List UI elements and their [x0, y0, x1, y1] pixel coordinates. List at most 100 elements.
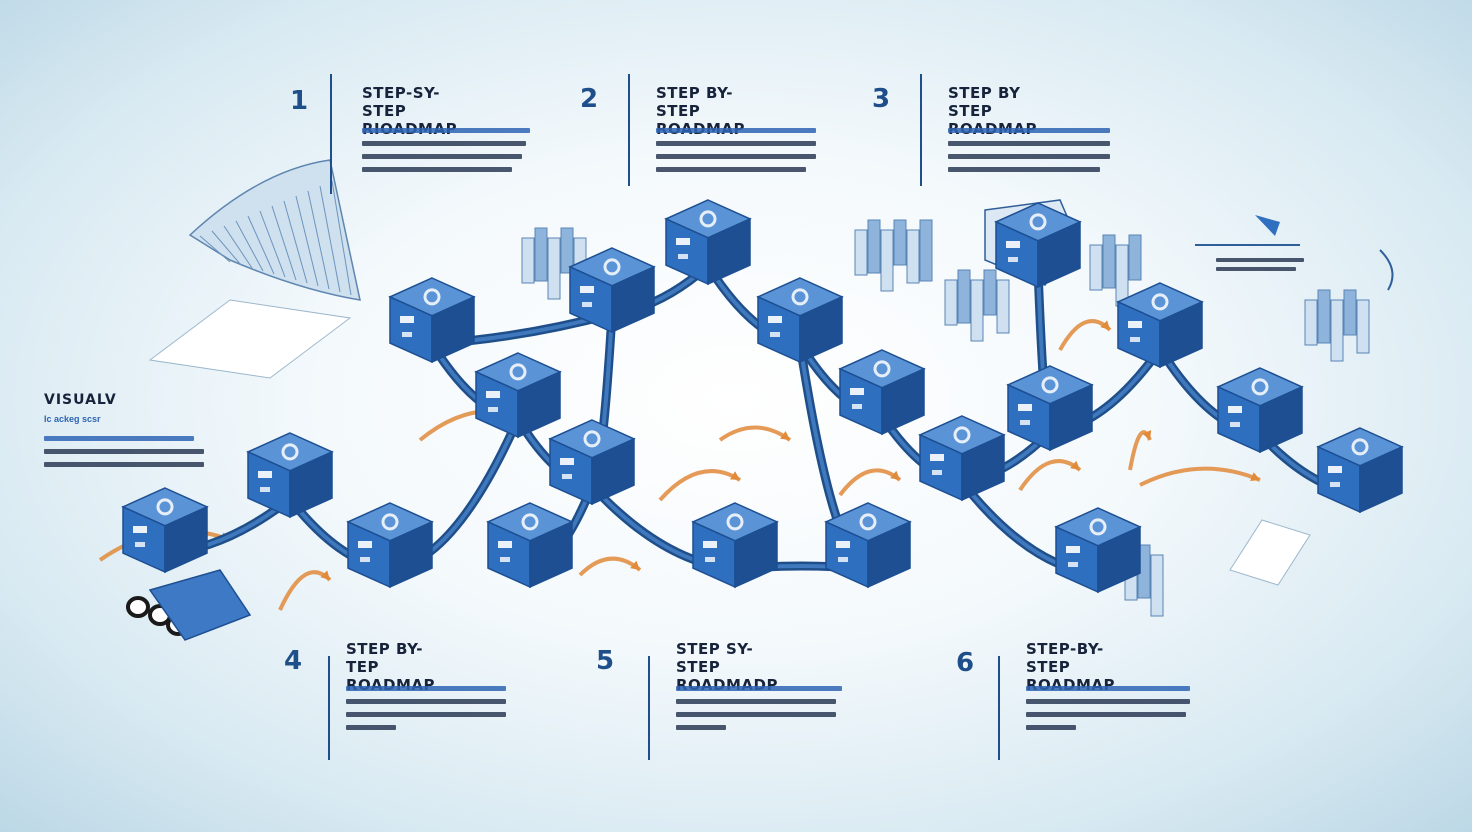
- cube-right: [867, 520, 911, 589]
- cube-right: [961, 433, 1005, 502]
- building-cluster: [880, 229, 894, 292]
- flow-arrow: [838, 468, 902, 497]
- cube-symbol: [1351, 438, 1369, 456]
- flow-arrow: [1139, 466, 1261, 487]
- cube-mark: [1008, 257, 1018, 262]
- building-cluster: [1115, 244, 1129, 307]
- cube-right: [1259, 385, 1303, 454]
- cube-symbol: [1029, 213, 1047, 231]
- cube-right: [529, 520, 573, 589]
- flow-arrowhead: [1070, 460, 1080, 470]
- cube-mark: [1066, 546, 1080, 553]
- pointer-curve: [1379, 249, 1394, 291]
- cube-right: [1037, 220, 1081, 289]
- cube-symbol: [791, 288, 809, 306]
- building-cluster: [1102, 234, 1116, 289]
- cube-mark: [133, 526, 147, 533]
- cube-mark: [932, 470, 942, 475]
- roadmap-cube: [756, 277, 844, 364]
- roadmap-cube: [486, 502, 574, 589]
- cube-mark: [500, 557, 510, 562]
- flow-arrowhead: [630, 560, 640, 570]
- building-rib: [307, 190, 330, 290]
- cube-right: [591, 437, 635, 506]
- step-2-text-lines: [656, 128, 826, 180]
- cube-mark: [400, 316, 414, 323]
- building-cluster: [1317, 289, 1331, 344]
- cube-mark: [678, 254, 688, 259]
- flow-arrowhead: [1142, 430, 1152, 440]
- small-flag: [1255, 215, 1280, 236]
- building-rib: [295, 195, 319, 287]
- cube-mark: [1128, 321, 1142, 328]
- roadmap-cube: [838, 349, 926, 436]
- cube-symbol: [726, 513, 744, 531]
- cube-mark: [358, 541, 372, 548]
- cube-symbol: [953, 426, 971, 444]
- cube-symbol: [699, 210, 717, 228]
- cube-mark: [582, 302, 592, 307]
- building-cluster: [1128, 234, 1142, 281]
- cube-mark: [1330, 482, 1340, 487]
- cube-right: [1159, 300, 1203, 369]
- roadmap-cube: [246, 432, 334, 519]
- flow-arrow: [578, 556, 642, 577]
- flow-arrow: [278, 570, 332, 611]
- cube-right: [1097, 525, 1141, 594]
- roadmap-cube: [994, 202, 1082, 289]
- cube-symbol: [1251, 378, 1269, 396]
- roadmap-cube: [1116, 282, 1204, 369]
- building-rib: [319, 185, 341, 293]
- cube-mark: [1020, 420, 1030, 425]
- cube-mark: [562, 474, 572, 479]
- cube-symbol: [156, 498, 174, 516]
- right-caption-lines: [1216, 258, 1306, 276]
- building-cluster: [560, 227, 574, 274]
- cube-symbol: [873, 360, 891, 378]
- building-rib: [283, 200, 308, 284]
- step-1-bar: [330, 74, 332, 194]
- building-cluster: [854, 229, 868, 276]
- flow-arrowhead: [320, 570, 330, 580]
- roadmap-cube: [824, 502, 912, 589]
- cube-symbol: [603, 258, 621, 276]
- cube-mark: [705, 557, 715, 562]
- building-cluster: [983, 269, 997, 316]
- cube-symbol: [423, 288, 441, 306]
- flow-arrow: [718, 425, 792, 442]
- step-4-bar: [328, 656, 330, 760]
- step-5-number: 5: [596, 646, 615, 676]
- cube-symbol: [521, 513, 539, 531]
- building-cluster: [919, 219, 933, 282]
- flow-arrow: [1128, 430, 1152, 471]
- cube-mark: [258, 471, 272, 478]
- building-cluster: [867, 219, 881, 274]
- cube-mark: [360, 557, 370, 562]
- roadmap-cube: [121, 487, 209, 574]
- cube-mark: [930, 454, 944, 461]
- cube-right: [1049, 383, 1093, 452]
- step-2-number: 2: [580, 84, 599, 114]
- cube-mark: [703, 541, 717, 548]
- document-sheet: [148, 299, 352, 379]
- flow-arrow: [1018, 459, 1082, 492]
- cylinder-end: [126, 596, 150, 618]
- cube-mark: [850, 388, 864, 395]
- roadmap-cubes: [121, 199, 1404, 594]
- building-cluster: [1330, 299, 1344, 362]
- step-4-number: 4: [284, 646, 303, 676]
- step-6-number: 6: [956, 648, 975, 678]
- roadmap-cube: [918, 415, 1006, 502]
- building-cluster: [534, 227, 548, 282]
- step-4-text-lines: [346, 686, 516, 738]
- building-cluster: [521, 237, 535, 284]
- roadmap-cube: [346, 502, 434, 589]
- cube-mark: [1006, 241, 1020, 248]
- roadmap-cube: [1316, 427, 1404, 514]
- flow-arrowhead: [730, 471, 740, 480]
- step-6-bar: [998, 656, 1000, 760]
- step-5-bar: [648, 656, 650, 760]
- cube-right: [881, 367, 925, 436]
- cube-symbol: [859, 513, 877, 531]
